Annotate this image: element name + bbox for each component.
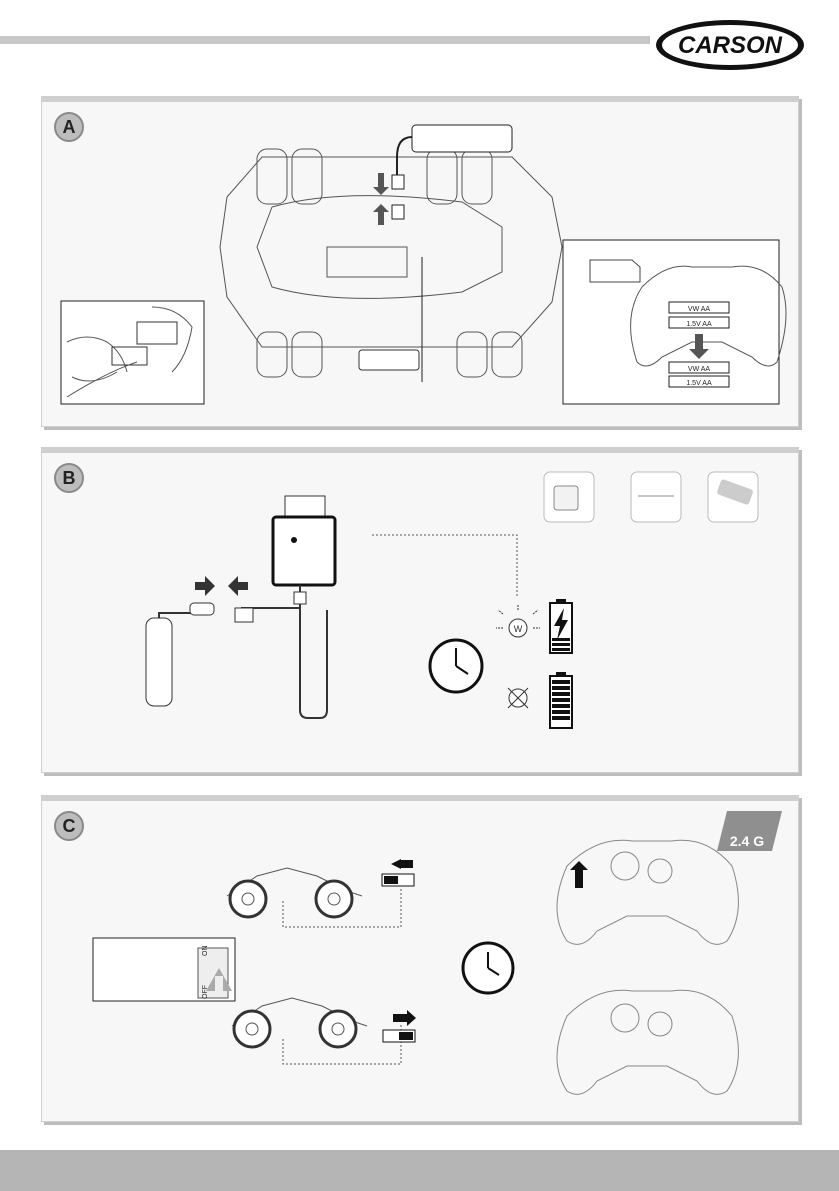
switch-off-icon <box>383 1010 416 1042</box>
power-source-powerbank-icon <box>708 472 758 522</box>
frequency-label: 2.4 G <box>730 833 764 849</box>
clock-icon <box>463 943 513 993</box>
panel-a-illustration: VW AA 1.5V AA VW AA 1.5V AA <box>42 97 798 426</box>
clock-icon <box>430 640 482 692</box>
usb-charger <box>235 496 335 718</box>
header-rule <box>0 36 650 44</box>
car-side-view-off <box>232 998 367 1047</box>
insert-arrows <box>373 173 389 225</box>
battery-label-loose-b: 1.5V AA <box>686 380 712 387</box>
panel-c-illustration: 2.4 G ON OFF <box>42 796 798 1121</box>
battery-charging-icon <box>550 599 572 653</box>
plug-connection-inset <box>61 301 204 404</box>
panel-b: B <box>41 447 799 773</box>
car-side-view-on <box>227 868 362 917</box>
wheel-rear-right <box>457 332 522 377</box>
frequency-badge: 2.4 G <box>717 811 782 851</box>
switch-on-icon <box>382 859 414 886</box>
battery-full-icon <box>550 672 572 728</box>
connect-arrows <box>195 576 248 596</box>
power-switch-photo-inset: ON OFF <box>93 938 235 1001</box>
power-source-wall-adapter-icon <box>544 472 594 522</box>
transmitter-on-illustration <box>557 840 738 944</box>
carson-logo: CARSON <box>654 18 806 72</box>
car-top-view <box>220 149 562 382</box>
battery-label-mid: 1.5V AA <box>686 321 712 328</box>
switch-label-on: ON <box>202 946 209 957</box>
battery-label-loose-a: VW AA <box>688 366 711 373</box>
charging-lamp-on-icon: W <box>496 604 540 637</box>
car-battery <box>146 603 214 706</box>
charging-lamp-off-icon <box>508 688 528 708</box>
transmitter-off-illustration <box>557 990 738 1094</box>
panel-a: A <box>41 96 799 427</box>
switch-label-off: OFF <box>202 985 209 999</box>
logo-text: CARSON <box>678 32 783 59</box>
footer-bar <box>0 1150 839 1191</box>
panel-c: C 2.4 G ON OFF <box>41 795 799 1122</box>
car-battery-pack <box>392 125 512 219</box>
battery-label-top: VW AA <box>688 306 711 313</box>
battery-cover <box>359 350 419 370</box>
lamp-label: W <box>514 624 523 634</box>
power-source-computer-icon <box>631 472 681 522</box>
wheel-rear-left <box>257 332 322 377</box>
transmitter-battery-inset: VW AA 1.5V AA VW AA 1.5V AA <box>563 240 786 404</box>
panel-b-illustration: W <box>42 448 798 772</box>
